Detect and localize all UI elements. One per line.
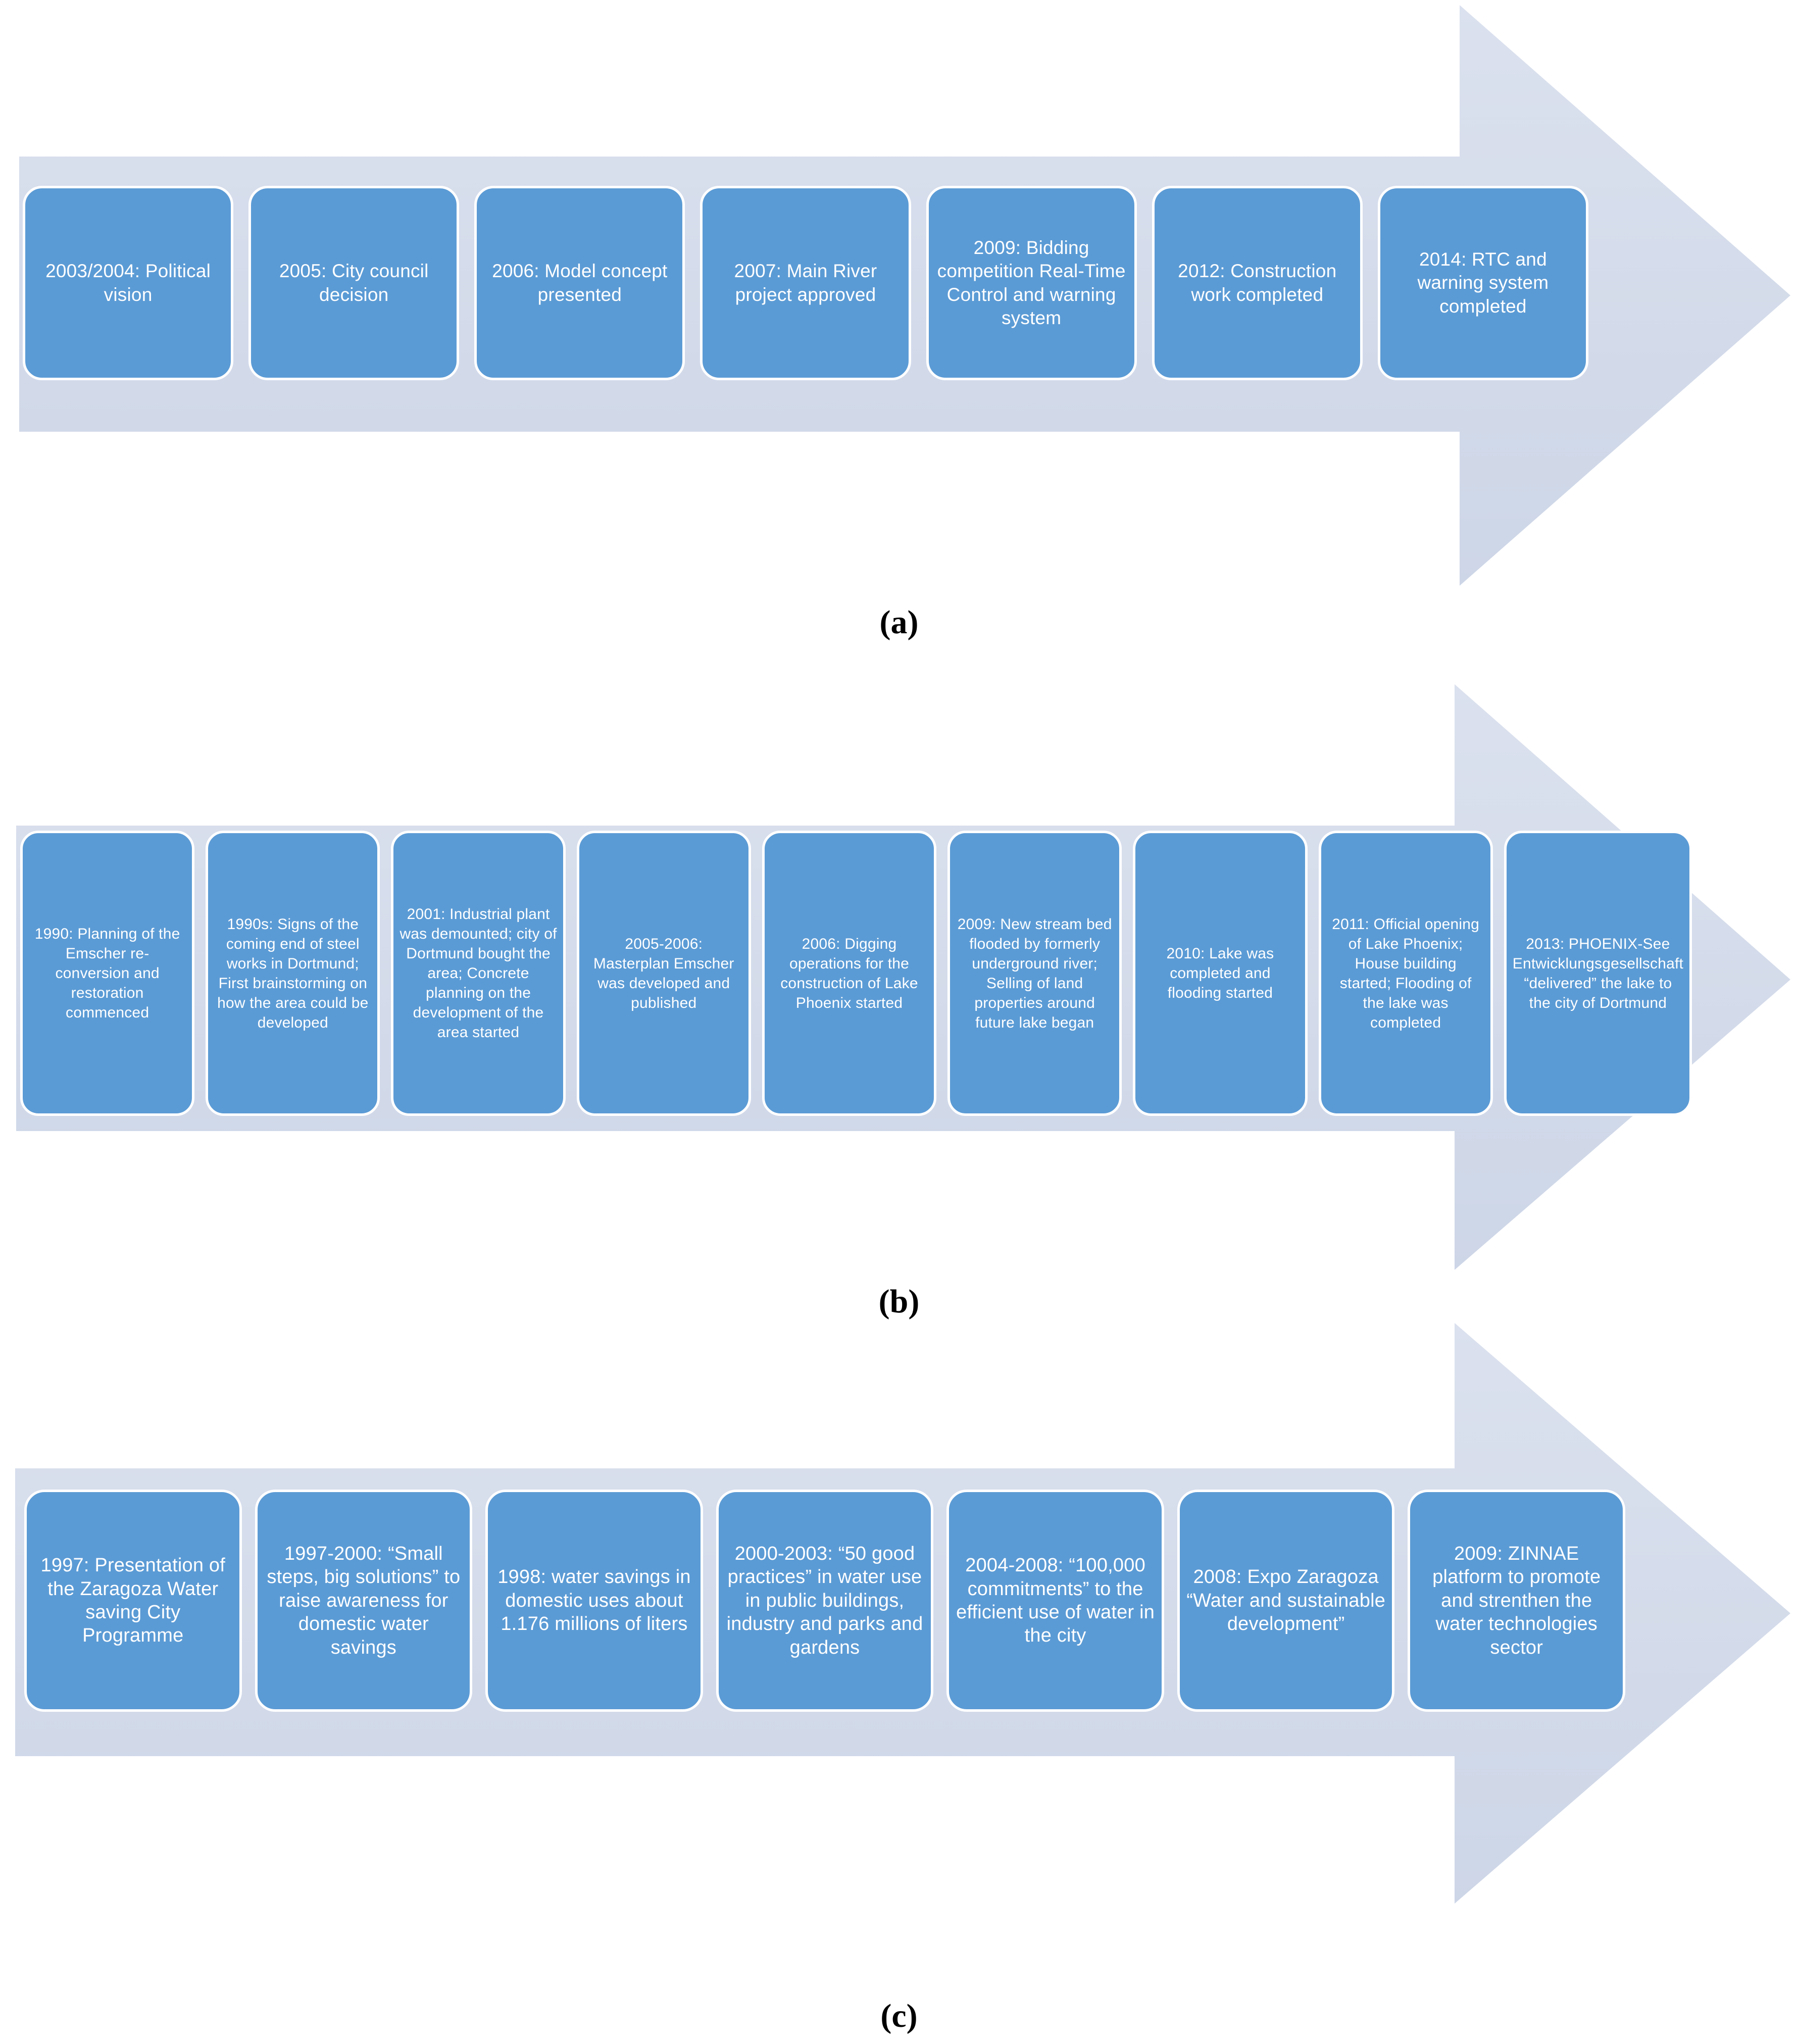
step-box[interactable]: 2005: City council decision (248, 186, 460, 380)
step-box[interactable]: 2006: Digging operations for the constru… (762, 831, 937, 1116)
step-box[interactable]: 2010: Lake was completed and flooding st… (1133, 831, 1308, 1116)
step-box[interactable]: 1997-2000: “Small steps, big solutions” … (255, 1490, 473, 1712)
step-box[interactable]: 1997: Presentation of the Zaragoza Water… (24, 1490, 242, 1712)
step-box[interactable]: 1998: water savings in domestic uses abo… (485, 1490, 703, 1712)
step-box[interactable]: 1990s: Signs of the coming end of steel … (206, 831, 380, 1116)
step-box[interactable]: 2008: Expo Zaragoza “Water and sustainab… (1177, 1490, 1395, 1712)
step-box[interactable]: 2009: Bidding competition Real-Time Cont… (926, 186, 1137, 380)
step-box[interactable]: 1990: Planning of the Emscher re-convers… (20, 831, 195, 1116)
step-box[interactable]: 2004-2008: “100,000 commitments” to the … (946, 1490, 1164, 1712)
step-box[interactable]: 2009: ZINNAE platform to promote and str… (1408, 1490, 1626, 1712)
step-box[interactable]: 2012: Construction work completed (1152, 186, 1363, 380)
step-box[interactable]: 2007: Main River project approved (700, 186, 911, 380)
step-box[interactable]: 2011: Official opening of Lake Phoenix; … (1318, 831, 1493, 1116)
panel-c: 1997: Presentation of the Zaragoza Water… (0, 1323, 1798, 2044)
step-box[interactable]: 2009: New stream bed flooded by formerly… (947, 831, 1122, 1116)
panel-b-caption: (b) (878, 1283, 920, 1320)
panel-a: 2003/2004: Political vision 2005: City c… (0, 0, 1798, 687)
step-box[interactable]: 2006: Model concept presented (474, 186, 685, 380)
step-box[interactable]: 2003/2004: Political vision (23, 186, 234, 380)
panel-b: 1990: Planning of the Emscher re-convers… (0, 656, 1798, 1363)
panel-b-step-list: 1990: Planning of the Emscher re-convers… (20, 831, 1692, 1116)
step-box[interactable]: 2005-2006: Masterplan Emscher was develo… (576, 831, 751, 1116)
panel-c-caption: (c) (880, 1998, 918, 2034)
step-box[interactable]: 2000-2003: “50 good practices” in water … (716, 1490, 934, 1712)
panel-a-caption: (a) (879, 604, 919, 641)
step-box[interactable]: 2001: Industrial plant was demounted; ci… (391, 831, 566, 1116)
panel-c-step-list: 1997: Presentation of the Zaragoza Water… (24, 1490, 1626, 1712)
step-box[interactable]: 2014: RTC and warning system completed (1377, 186, 1588, 380)
panel-a-step-list: 2003/2004: Political vision 2005: City c… (23, 186, 1588, 380)
step-box[interactable]: 2013: PHOENIX-See Entwicklungsgesellscha… (1504, 831, 1692, 1116)
